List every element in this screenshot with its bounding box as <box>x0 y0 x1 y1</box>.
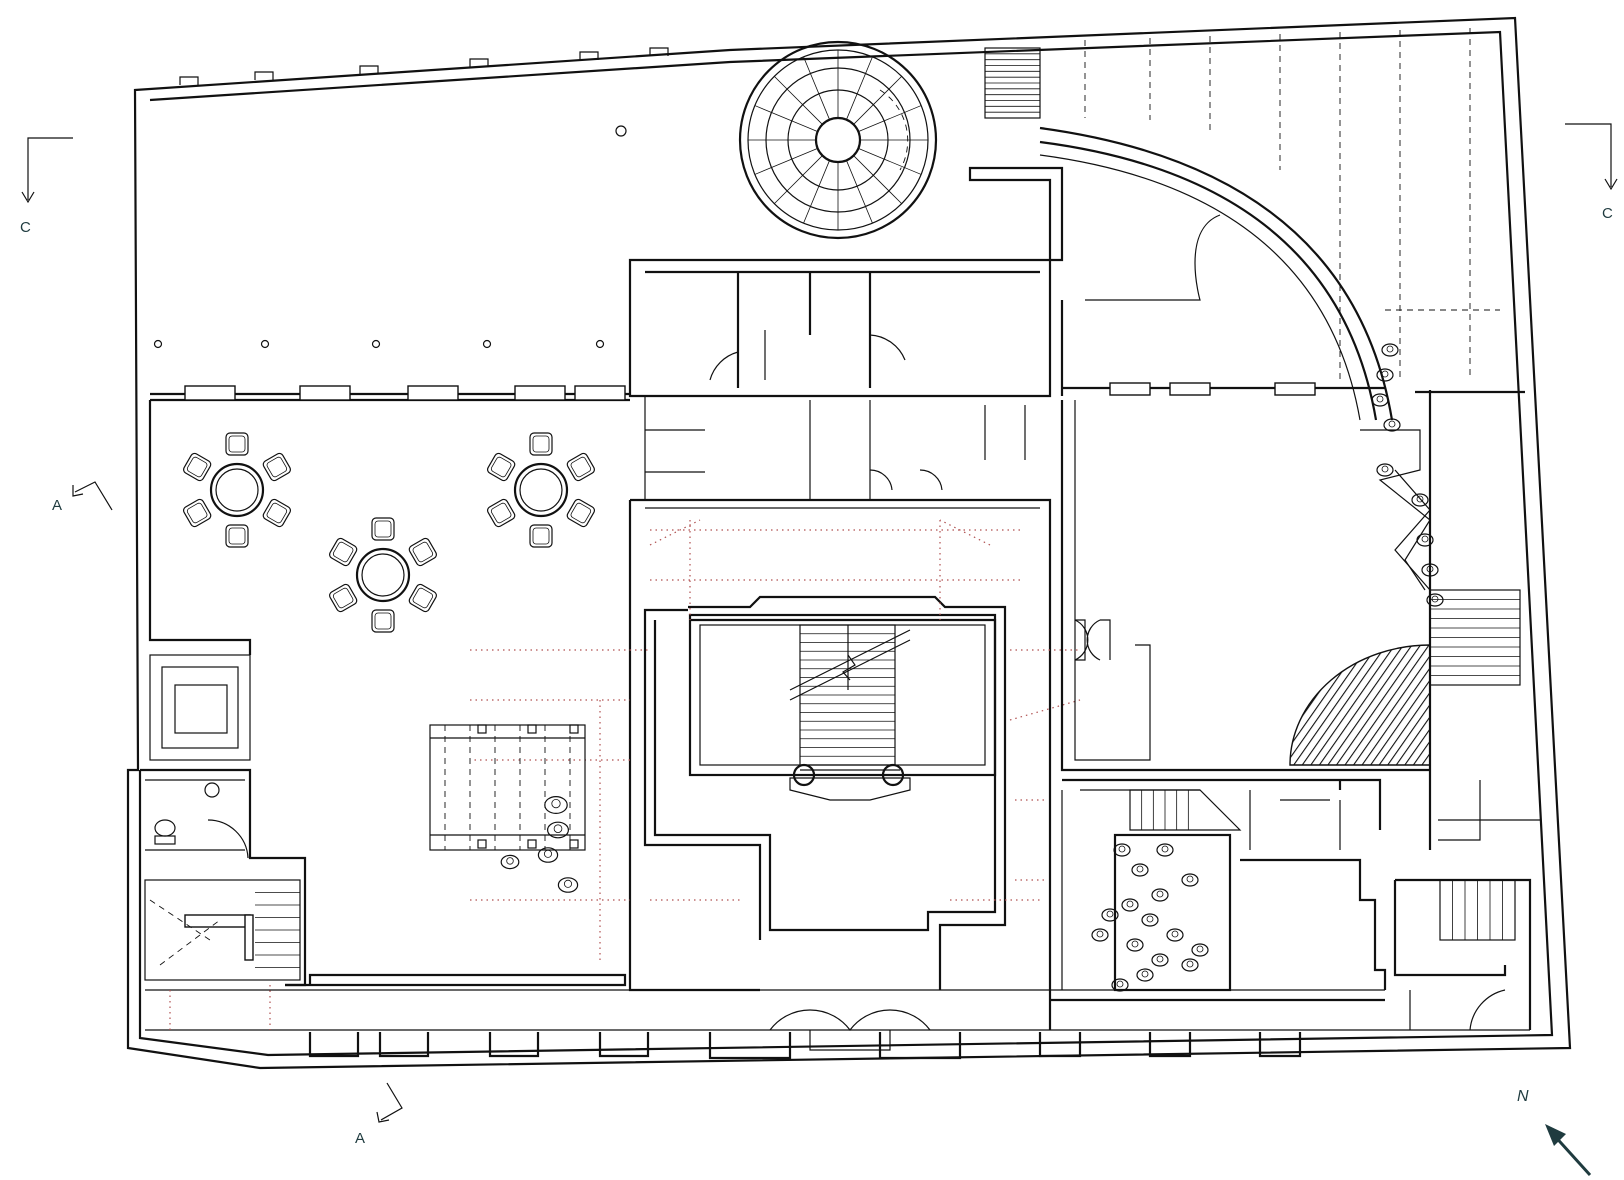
person-figure-icon <box>500 795 579 893</box>
section-arrow-icon <box>376 1082 403 1123</box>
north-arrow-icon <box>1545 1124 1592 1177</box>
right-rooms <box>1060 390 1540 1031</box>
section-label-c-right: C <box>1602 205 1613 222</box>
left-rooms <box>140 400 307 987</box>
section-marker-c-left: C <box>20 137 73 236</box>
outer-walls <box>126 16 1572 1070</box>
top-right-dashed-grid <box>1084 28 1500 380</box>
hatched-dome <box>1289 644 1431 766</box>
section-marker-a-left: A <box>52 481 113 514</box>
section-label-a-bottom: A <box>355 1130 365 1147</box>
spiral-stair-icon <box>738 40 938 240</box>
section-arrow-icon <box>21 137 73 204</box>
north-indicator: N <box>1517 1088 1592 1177</box>
central-atrium <box>628 498 1052 1051</box>
upper-walls <box>150 125 1525 501</box>
person-figure-icon <box>1091 343 1444 992</box>
section-marker-c-right: C <box>1565 123 1618 222</box>
pergola <box>429 724 586 851</box>
curved-wall <box>1039 126 1394 421</box>
hidden-lines <box>169 519 1081 1030</box>
top-right-stair <box>984 47 1041 119</box>
section-label-a-left: A <box>52 497 62 514</box>
section-label-c-left: C <box>20 219 31 236</box>
section-marker-a-bottom: A <box>355 1082 403 1147</box>
north-label: N <box>1517 1088 1529 1105</box>
bottom-strip <box>145 973 1530 1031</box>
section-arrow-icon <box>72 481 113 511</box>
toilet-icon <box>154 819 176 837</box>
section-arrow-icon <box>1565 123 1618 191</box>
table-with-chairs-icon <box>183 432 595 633</box>
